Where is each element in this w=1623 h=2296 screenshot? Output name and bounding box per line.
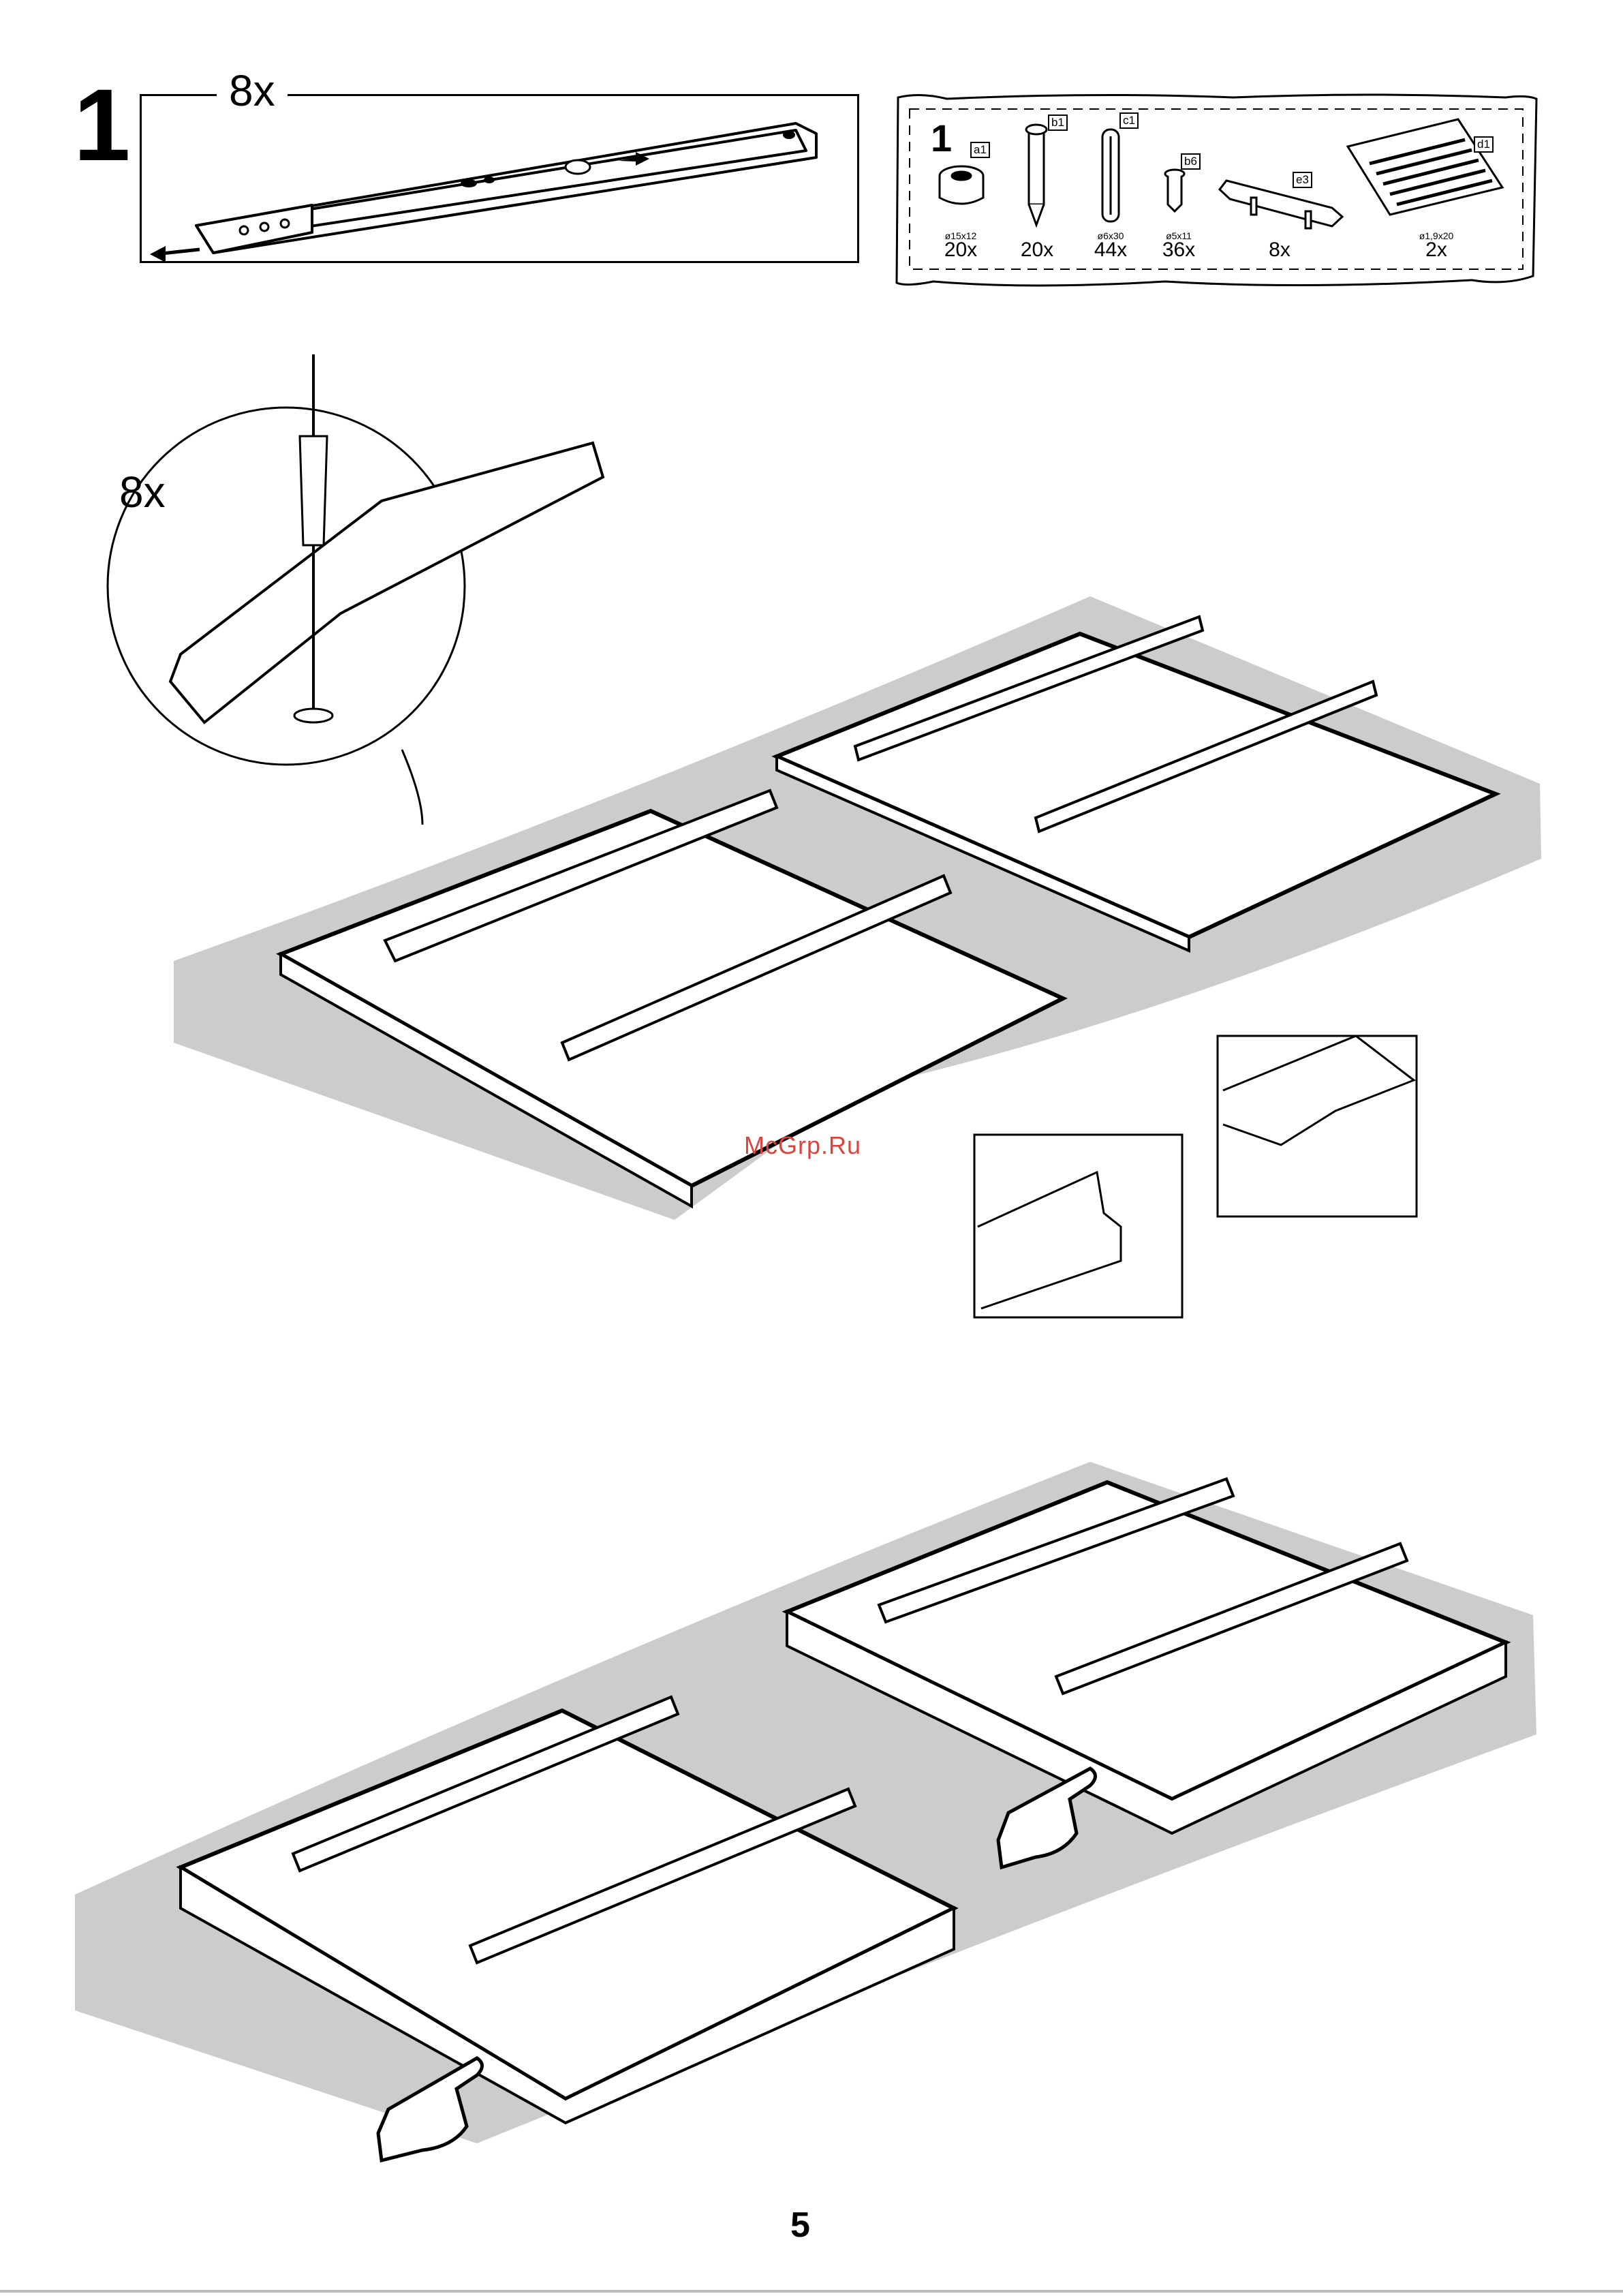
edge-detail-box-1	[974, 1135, 1182, 1317]
page-number: 5	[790, 2205, 810, 2246]
floor-sheet-bottom	[75, 1462, 1536, 2143]
footer-divider	[0, 2290, 1623, 2293]
zoom-callout-circle	[108, 354, 603, 825]
edge-detail-box-2	[1218, 1036, 1417, 1216]
screw-quantity: 8x	[119, 467, 166, 517]
watermark-text: McGrp.Ru	[744, 1131, 861, 1160]
